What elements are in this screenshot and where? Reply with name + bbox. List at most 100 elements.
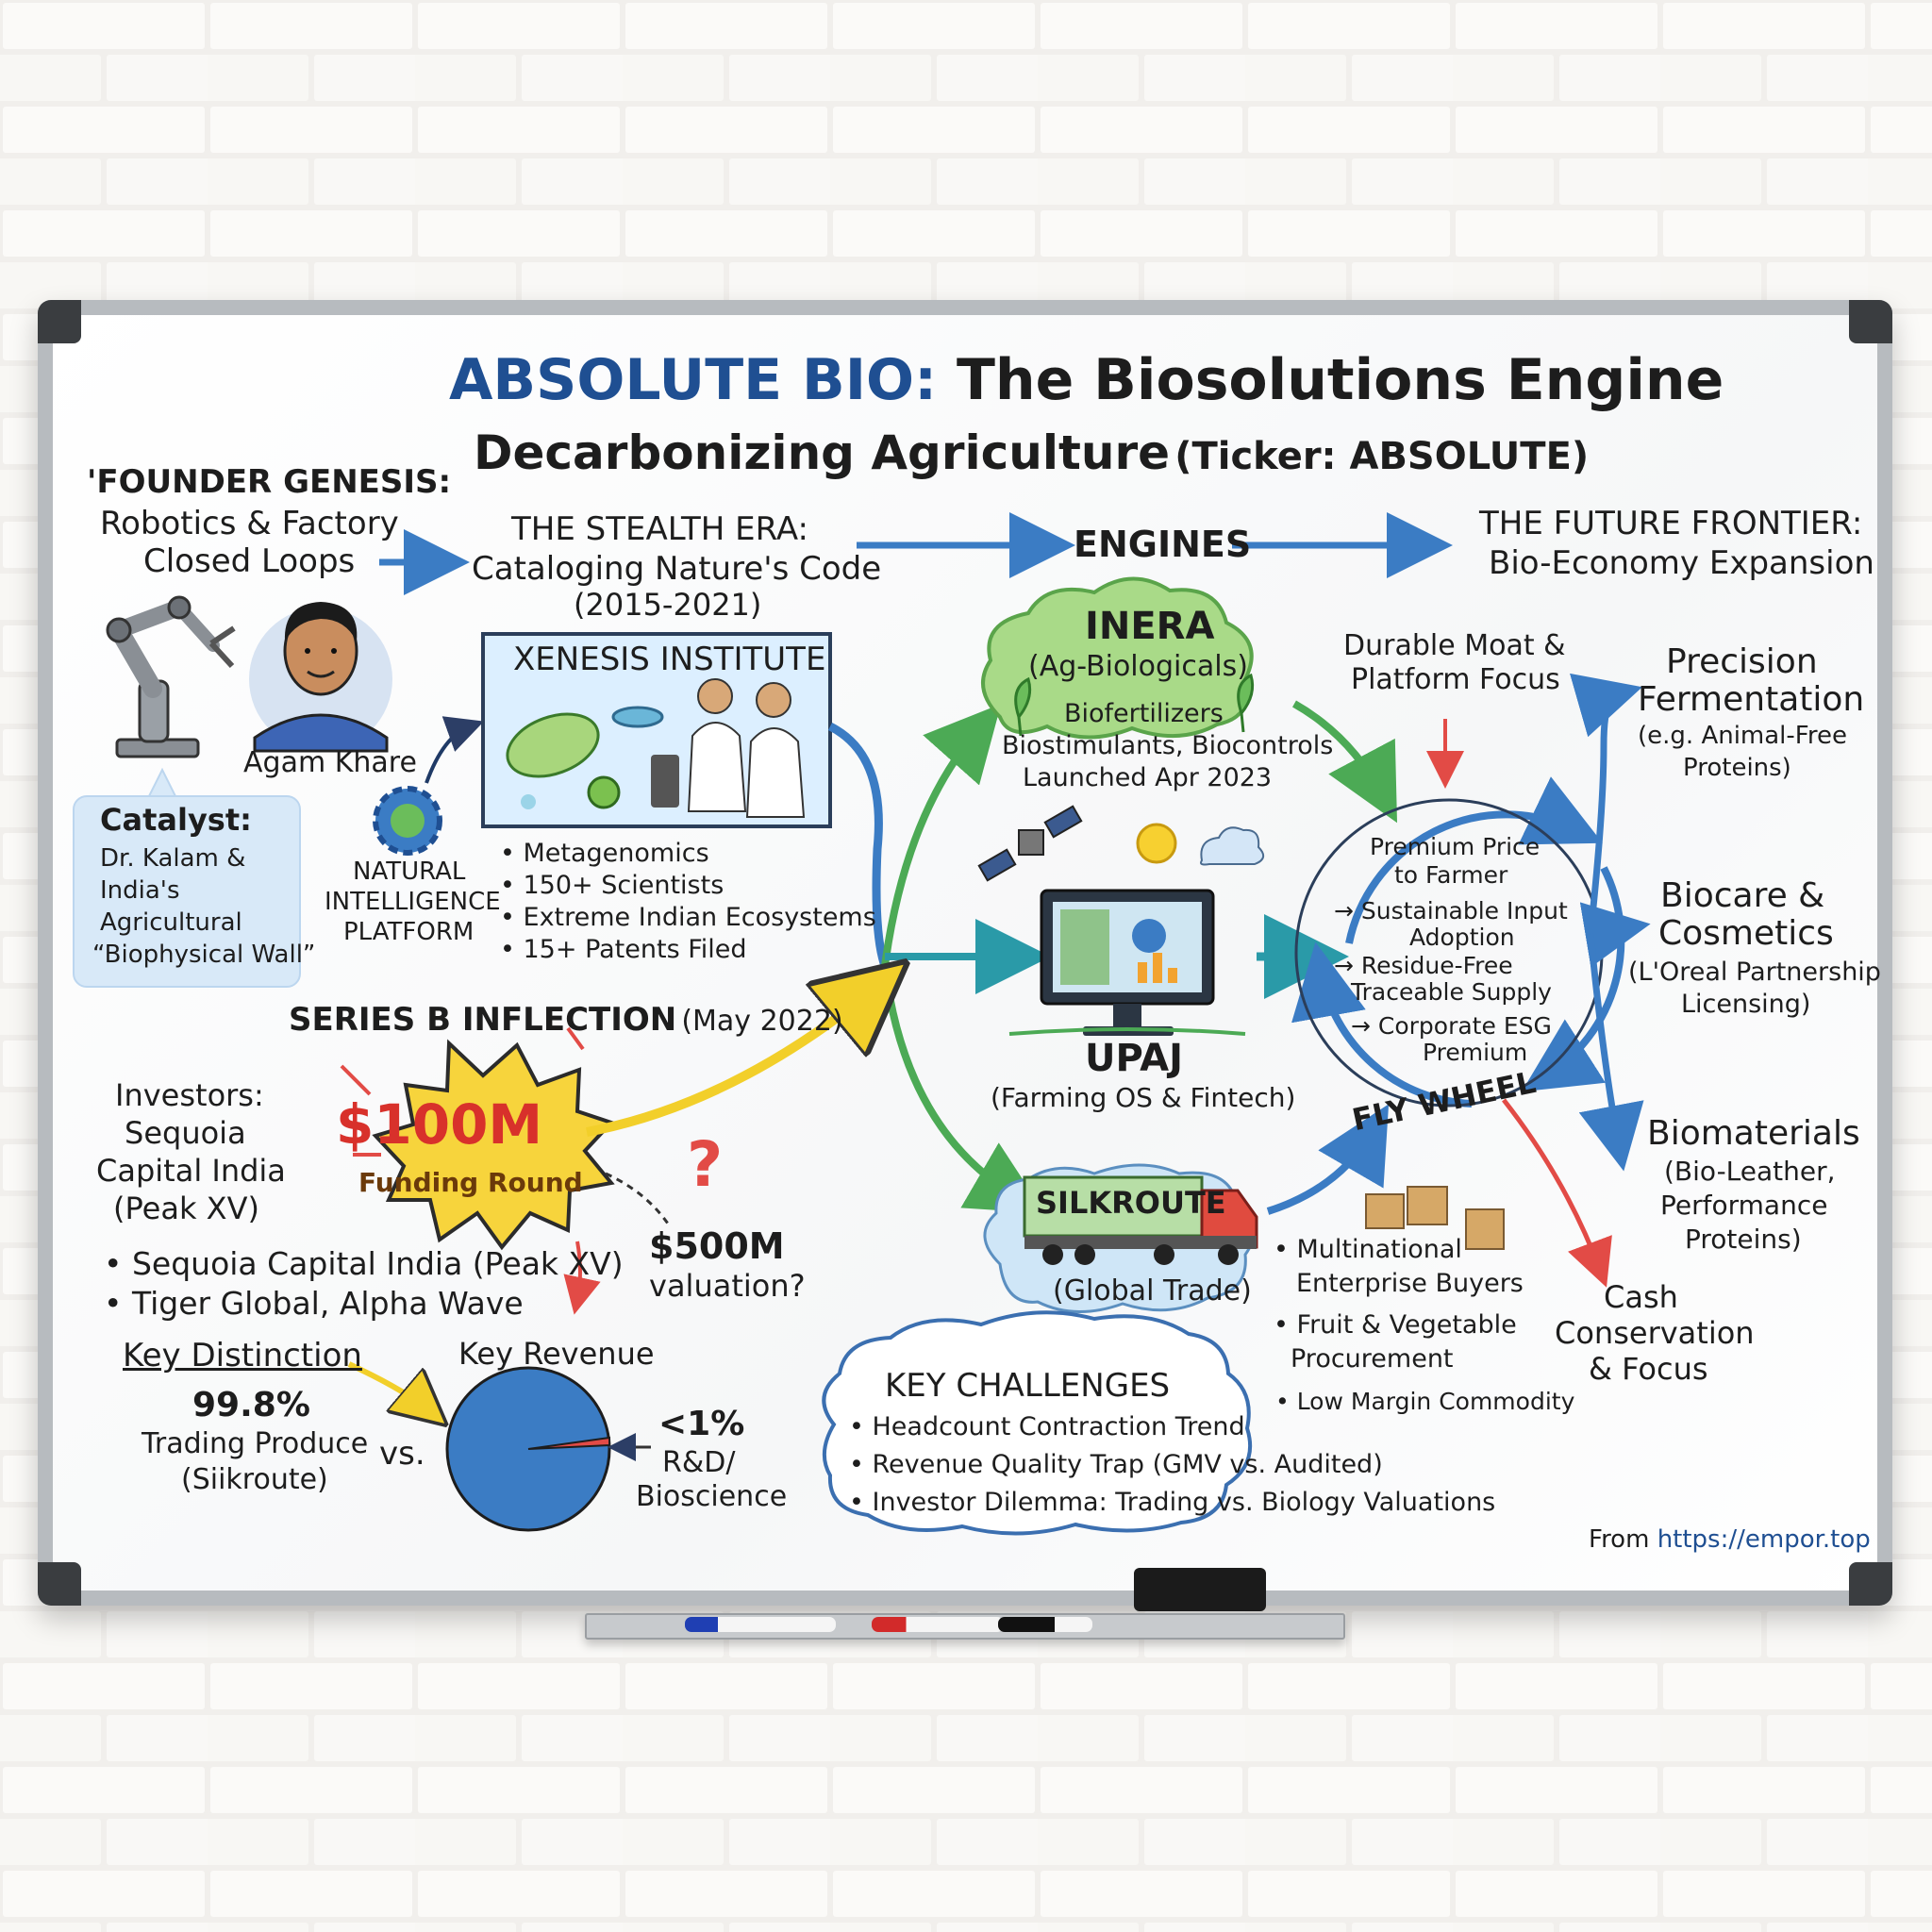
silkroute-name: SILKROUTE [1036, 1185, 1226, 1221]
biocare-title-2: Cosmetics [1658, 914, 1834, 953]
credit-url[interactable]: https://empor.top [1657, 1525, 1871, 1554]
silkroute-bullet-4: Procurement [1291, 1344, 1454, 1374]
precision-sub-1: (e.g. Animal-Free [1638, 722, 1847, 750]
funding-round-label: Funding Round [358, 1167, 583, 1198]
catalyst-label: Catalyst: [100, 802, 252, 838]
biocare-title-1: Biocare & [1660, 876, 1825, 915]
subtitle-main: Decarbonizing Agriculture [474, 425, 1171, 480]
platform-line-1: NATURAL [353, 858, 466, 886]
silkroute-bullet-1: • Multinational [1274, 1235, 1462, 1264]
flywheel-item-2: to Farmer [1394, 861, 1508, 889]
moat-line-1: Durable Moat & [1343, 629, 1566, 662]
challenge-2: • Revenue Quality Trap (GMV vs. Audited) [849, 1450, 1383, 1479]
inera-sub: (Ag-Biologicals) [1028, 650, 1248, 683]
investor-list-1: • Sequoia Capital India (Peak XV) [104, 1245, 624, 1282]
catalyst-line-4: “Biophysical Wall” [92, 941, 316, 969]
revenue-label: Key Revenue [458, 1336, 655, 1372]
stealth-years: (2015-2021) [574, 587, 762, 623]
investors-line-3: Capital India [96, 1153, 286, 1189]
cash-line-2: Conservation [1555, 1315, 1755, 1351]
platform-line-2: INTELLIGENCE [325, 888, 501, 916]
frame-corner [1849, 1562, 1892, 1606]
flywheel-item-5: → Residue-Free [1334, 952, 1513, 979]
valuation-amount: $500M [649, 1225, 785, 1267]
stealth-bullet-1: • Metagenomics [500, 839, 709, 868]
stealth-bullet-4: • 15+ Patents Filed [500, 935, 747, 964]
inera-line-3: Launched Apr 2023 [1023, 763, 1273, 792]
future-heading-2: Bio-Economy Expansion [1489, 544, 1874, 582]
funding-amount: $100M [336, 1092, 543, 1157]
catalyst-line-3: Agricultural [100, 908, 242, 937]
investor-list-2: • Tiger Global, Alpha Wave [104, 1285, 524, 1322]
founder-line-2: Closed Loops [143, 542, 356, 580]
precision-title-1: Precision [1666, 642, 1818, 681]
platform-line-3: PLATFORM [343, 918, 475, 946]
black-marker[interactable] [998, 1617, 1092, 1632]
upaj-sub: (Farming OS & Fintech) [991, 1082, 1296, 1113]
biocare-sub-2: Licensing) [1681, 990, 1811, 1019]
flywheel-item-8: Premium [1423, 1039, 1528, 1066]
trading-line-1: Trading Produce [142, 1427, 369, 1460]
challenge-3: • Investor Dilemma: Trading vs. Biology … [849, 1488, 1496, 1517]
rd-line-2: Bioscience [636, 1480, 788, 1513]
series-b-title: SERIES B INFLECTION [289, 1001, 677, 1039]
founder-heading: 'FOUNDER GENESIS: [87, 463, 452, 501]
catalyst-line-2: India's [100, 876, 180, 905]
series-b-heading: SERIES B INFLECTION (May 2022) [289, 1002, 843, 1038]
cash-line-1: Cash [1604, 1279, 1678, 1315]
series-b-date: (May 2022) [681, 1005, 843, 1038]
question-mark: ? [687, 1128, 724, 1201]
rd-percent: <1% [658, 1405, 745, 1443]
biomaterials-sub-3: Proteins) [1685, 1224, 1802, 1255]
founder-line-1: Robotics & Factory [100, 505, 399, 542]
distinction-heading: Key Distinction [123, 1337, 362, 1374]
catalyst-line-1: Dr. Kalam & [100, 844, 246, 873]
inera-line-1: Biofertilizers [1064, 699, 1224, 728]
brand-name: ABSOLUTE BIO: [449, 347, 938, 413]
trading-percent: 99.8% [192, 1386, 310, 1424]
challenge-1: • Headcount Contraction Trend [849, 1412, 1245, 1441]
biomaterials-title: Biomaterials [1647, 1114, 1860, 1153]
stealth-bullet-3: • Extreme Indian Ecosystems [500, 903, 876, 932]
biomaterials-sub-2: Performance [1660, 1190, 1828, 1221]
cash-line-3: & Focus [1589, 1351, 1708, 1387]
precision-title-2: Fermentation [1638, 680, 1865, 719]
moat-line-2: Platform Focus [1351, 663, 1560, 696]
biocare-sub-1: (L'Oreal Partnership [1628, 958, 1881, 987]
frame-corner [1849, 300, 1892, 343]
flywheel-item-4: Adoption [1409, 924, 1515, 951]
challenges-heading: KEY CHALLENGES [885, 1367, 1171, 1405]
institute-name: XENESIS INSTITUTE [513, 641, 826, 678]
silkroute-bullet-3: • Fruit & Vegetable [1274, 1310, 1517, 1340]
frame-corner [38, 300, 81, 343]
title-rest: The Biosolutions Engine [956, 347, 1724, 413]
founder-name: Agam Khare [243, 746, 417, 779]
stealth-line: Cataloging Nature's Code [472, 550, 882, 588]
upaj-name: UPAJ [1085, 1037, 1183, 1080]
trading-line-2: (Siikroute) [181, 1463, 328, 1496]
investors-line-2: Sequoia [125, 1115, 246, 1151]
biomaterials-sub-1: (Bio-Leather, [1664, 1156, 1836, 1187]
future-heading-1: THE FUTURE FRONTIER: [1479, 505, 1863, 542]
investors-line-1: Investors: [115, 1077, 264, 1113]
red-marker[interactable] [872, 1617, 1004, 1632]
flywheel-item-1: Premium Price [1370, 833, 1541, 860]
versus-label: vs. [379, 1435, 425, 1473]
rd-line-1: R&D/ [662, 1446, 736, 1479]
investors-line-4: (Peak XV) [113, 1191, 259, 1226]
stealth-heading: THE STEALTH ERA: [511, 510, 808, 548]
source-credit: From https://empor.top [1589, 1525, 1871, 1554]
stealth-bullet-2: • 150+ Scientists [500, 871, 724, 900]
blue-marker[interactable] [685, 1617, 836, 1632]
silkroute-bullet-5: • Low Margin Commodity [1275, 1388, 1575, 1415]
page-subtitle: Decarbonizing Agriculture (Ticker: ABSOL… [474, 426, 1589, 479]
flywheel-item-7: → Corporate ESG [1351, 1012, 1552, 1040]
precision-sub-2: Proteins) [1683, 754, 1791, 782]
flywheel-item-3: → Sustainable Input [1334, 897, 1568, 924]
credit-prefix: From [1589, 1525, 1650, 1554]
silkroute-bullet-2: Enterprise Buyers [1296, 1269, 1524, 1298]
frame-corner [38, 1562, 81, 1606]
inera-line-2: Biostimulants, Biocontrols [1002, 731, 1334, 760]
page-title: ABSOLUTE BIO: The Biosolutions Engine [449, 347, 1724, 413]
board-eraser[interactable] [1134, 1568, 1266, 1611]
